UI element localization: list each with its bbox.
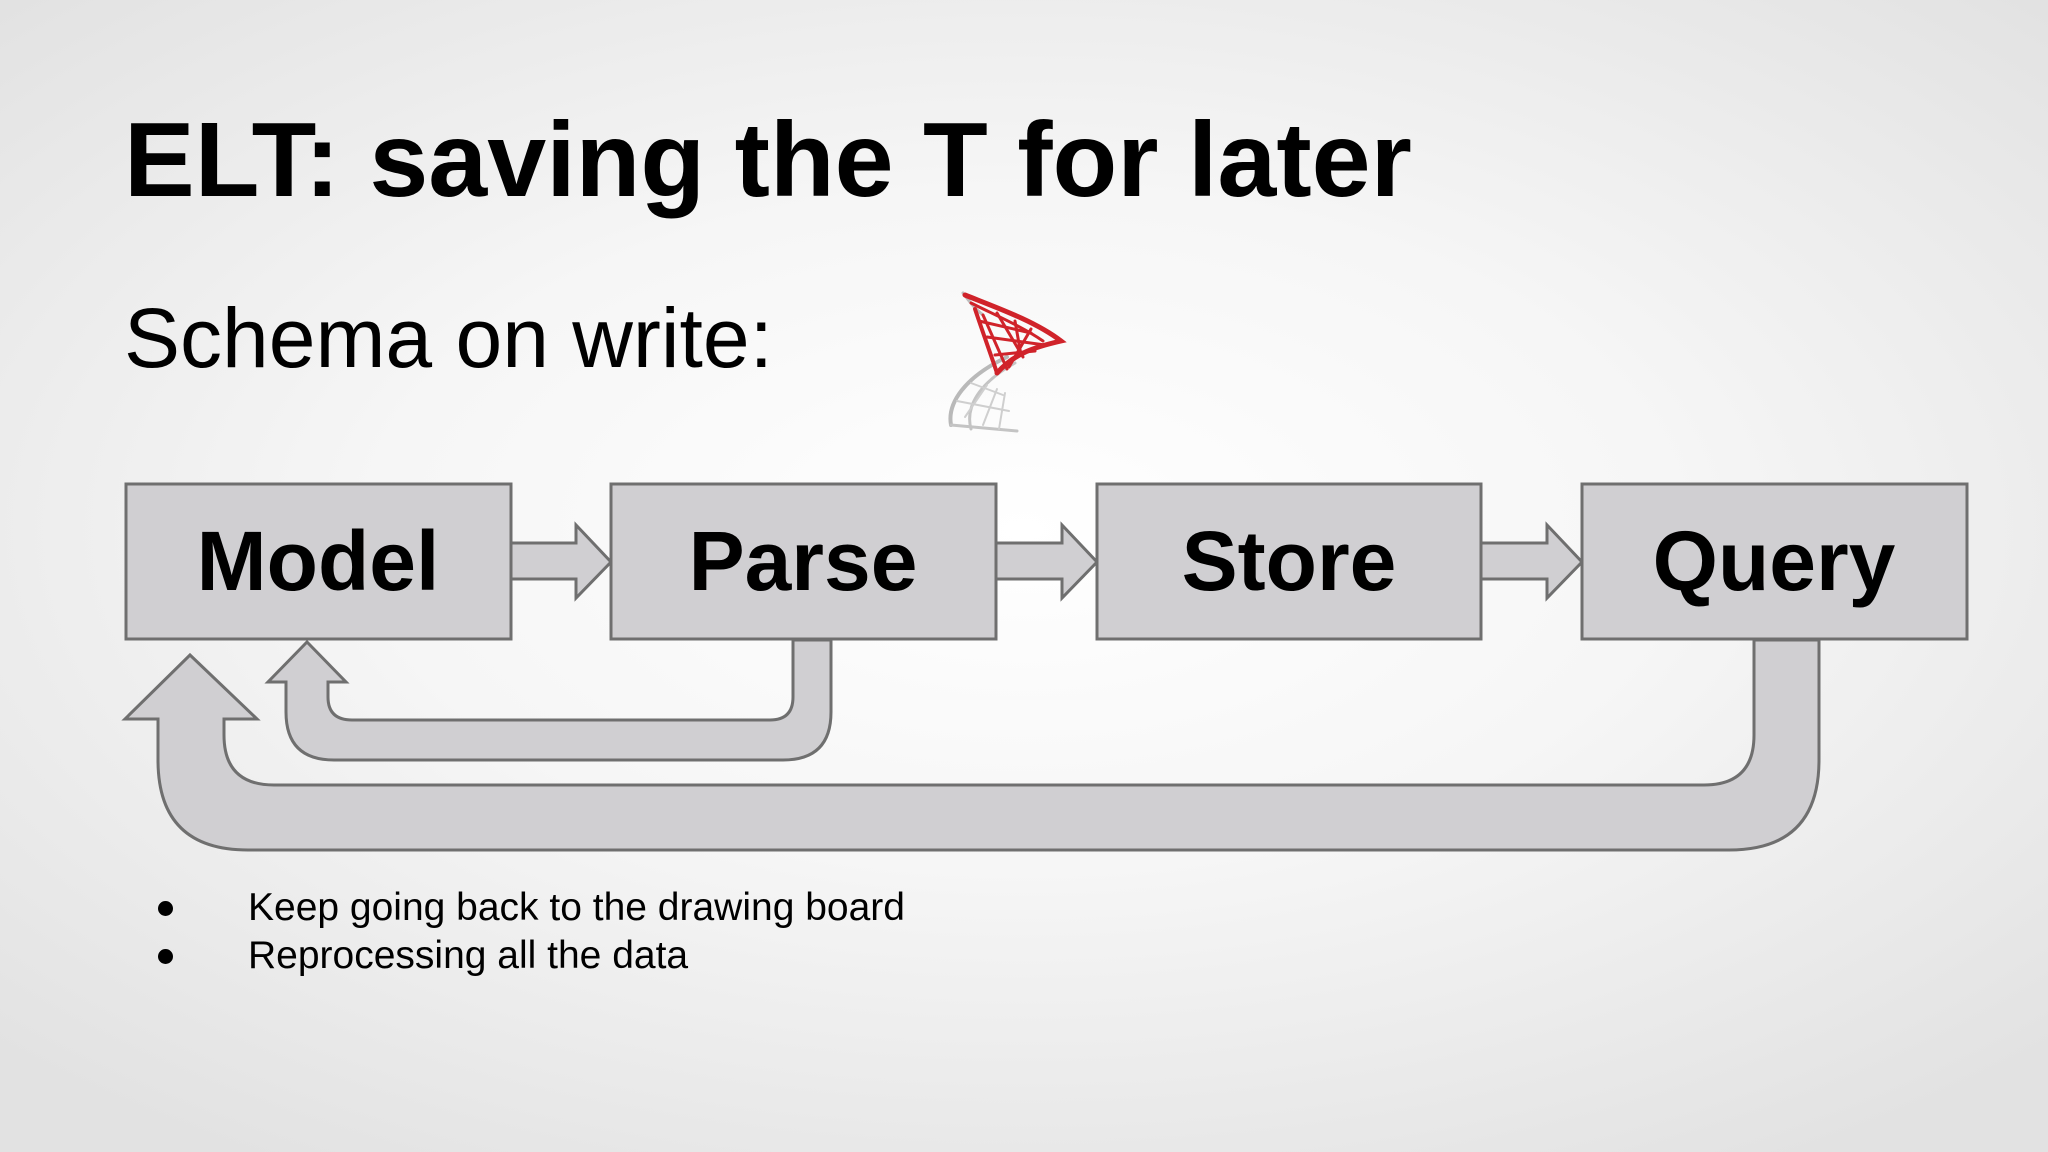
flow-arrow-model-to-parse bbox=[509, 521, 614, 602]
step-label-model: Model bbox=[197, 514, 440, 608]
flow-arrow-parse-to-store bbox=[994, 521, 1100, 602]
slide-subtitle: Schema on write: bbox=[124, 291, 773, 385]
slide-title: ELT: saving the T for later bbox=[124, 101, 1412, 219]
loop-arrow-query-to-model bbox=[121, 638, 1821, 852]
step-box-store: Store bbox=[1095, 482, 1483, 641]
step-label-parse: Parse bbox=[689, 514, 918, 608]
step-box-query: Query bbox=[1580, 482, 1969, 641]
bullet-text: Keep going back to the drawing board bbox=[248, 886, 905, 929]
step-box-parse: Parse bbox=[609, 482, 998, 641]
bullet-list: Keep going back to the drawing board Rep… bbox=[150, 884, 905, 980]
step-label-query: Query bbox=[1653, 514, 1896, 608]
bullet-item: Keep going back to the drawing board bbox=[150, 884, 905, 932]
flow-arrow-store-to-query bbox=[1479, 521, 1585, 602]
bullet-item: Reprocessing all the data bbox=[150, 932, 905, 980]
bullet-dot-icon bbox=[158, 901, 173, 916]
bullet-dot-icon bbox=[158, 949, 173, 964]
step-box-model: Model bbox=[124, 482, 513, 641]
sql-server-logo-icon bbox=[948, 291, 1067, 433]
bullet-text: Reprocessing all the data bbox=[248, 934, 689, 977]
step-label-store: Store bbox=[1182, 514, 1397, 608]
loop-arrow-parse-to-model bbox=[264, 638, 833, 762]
